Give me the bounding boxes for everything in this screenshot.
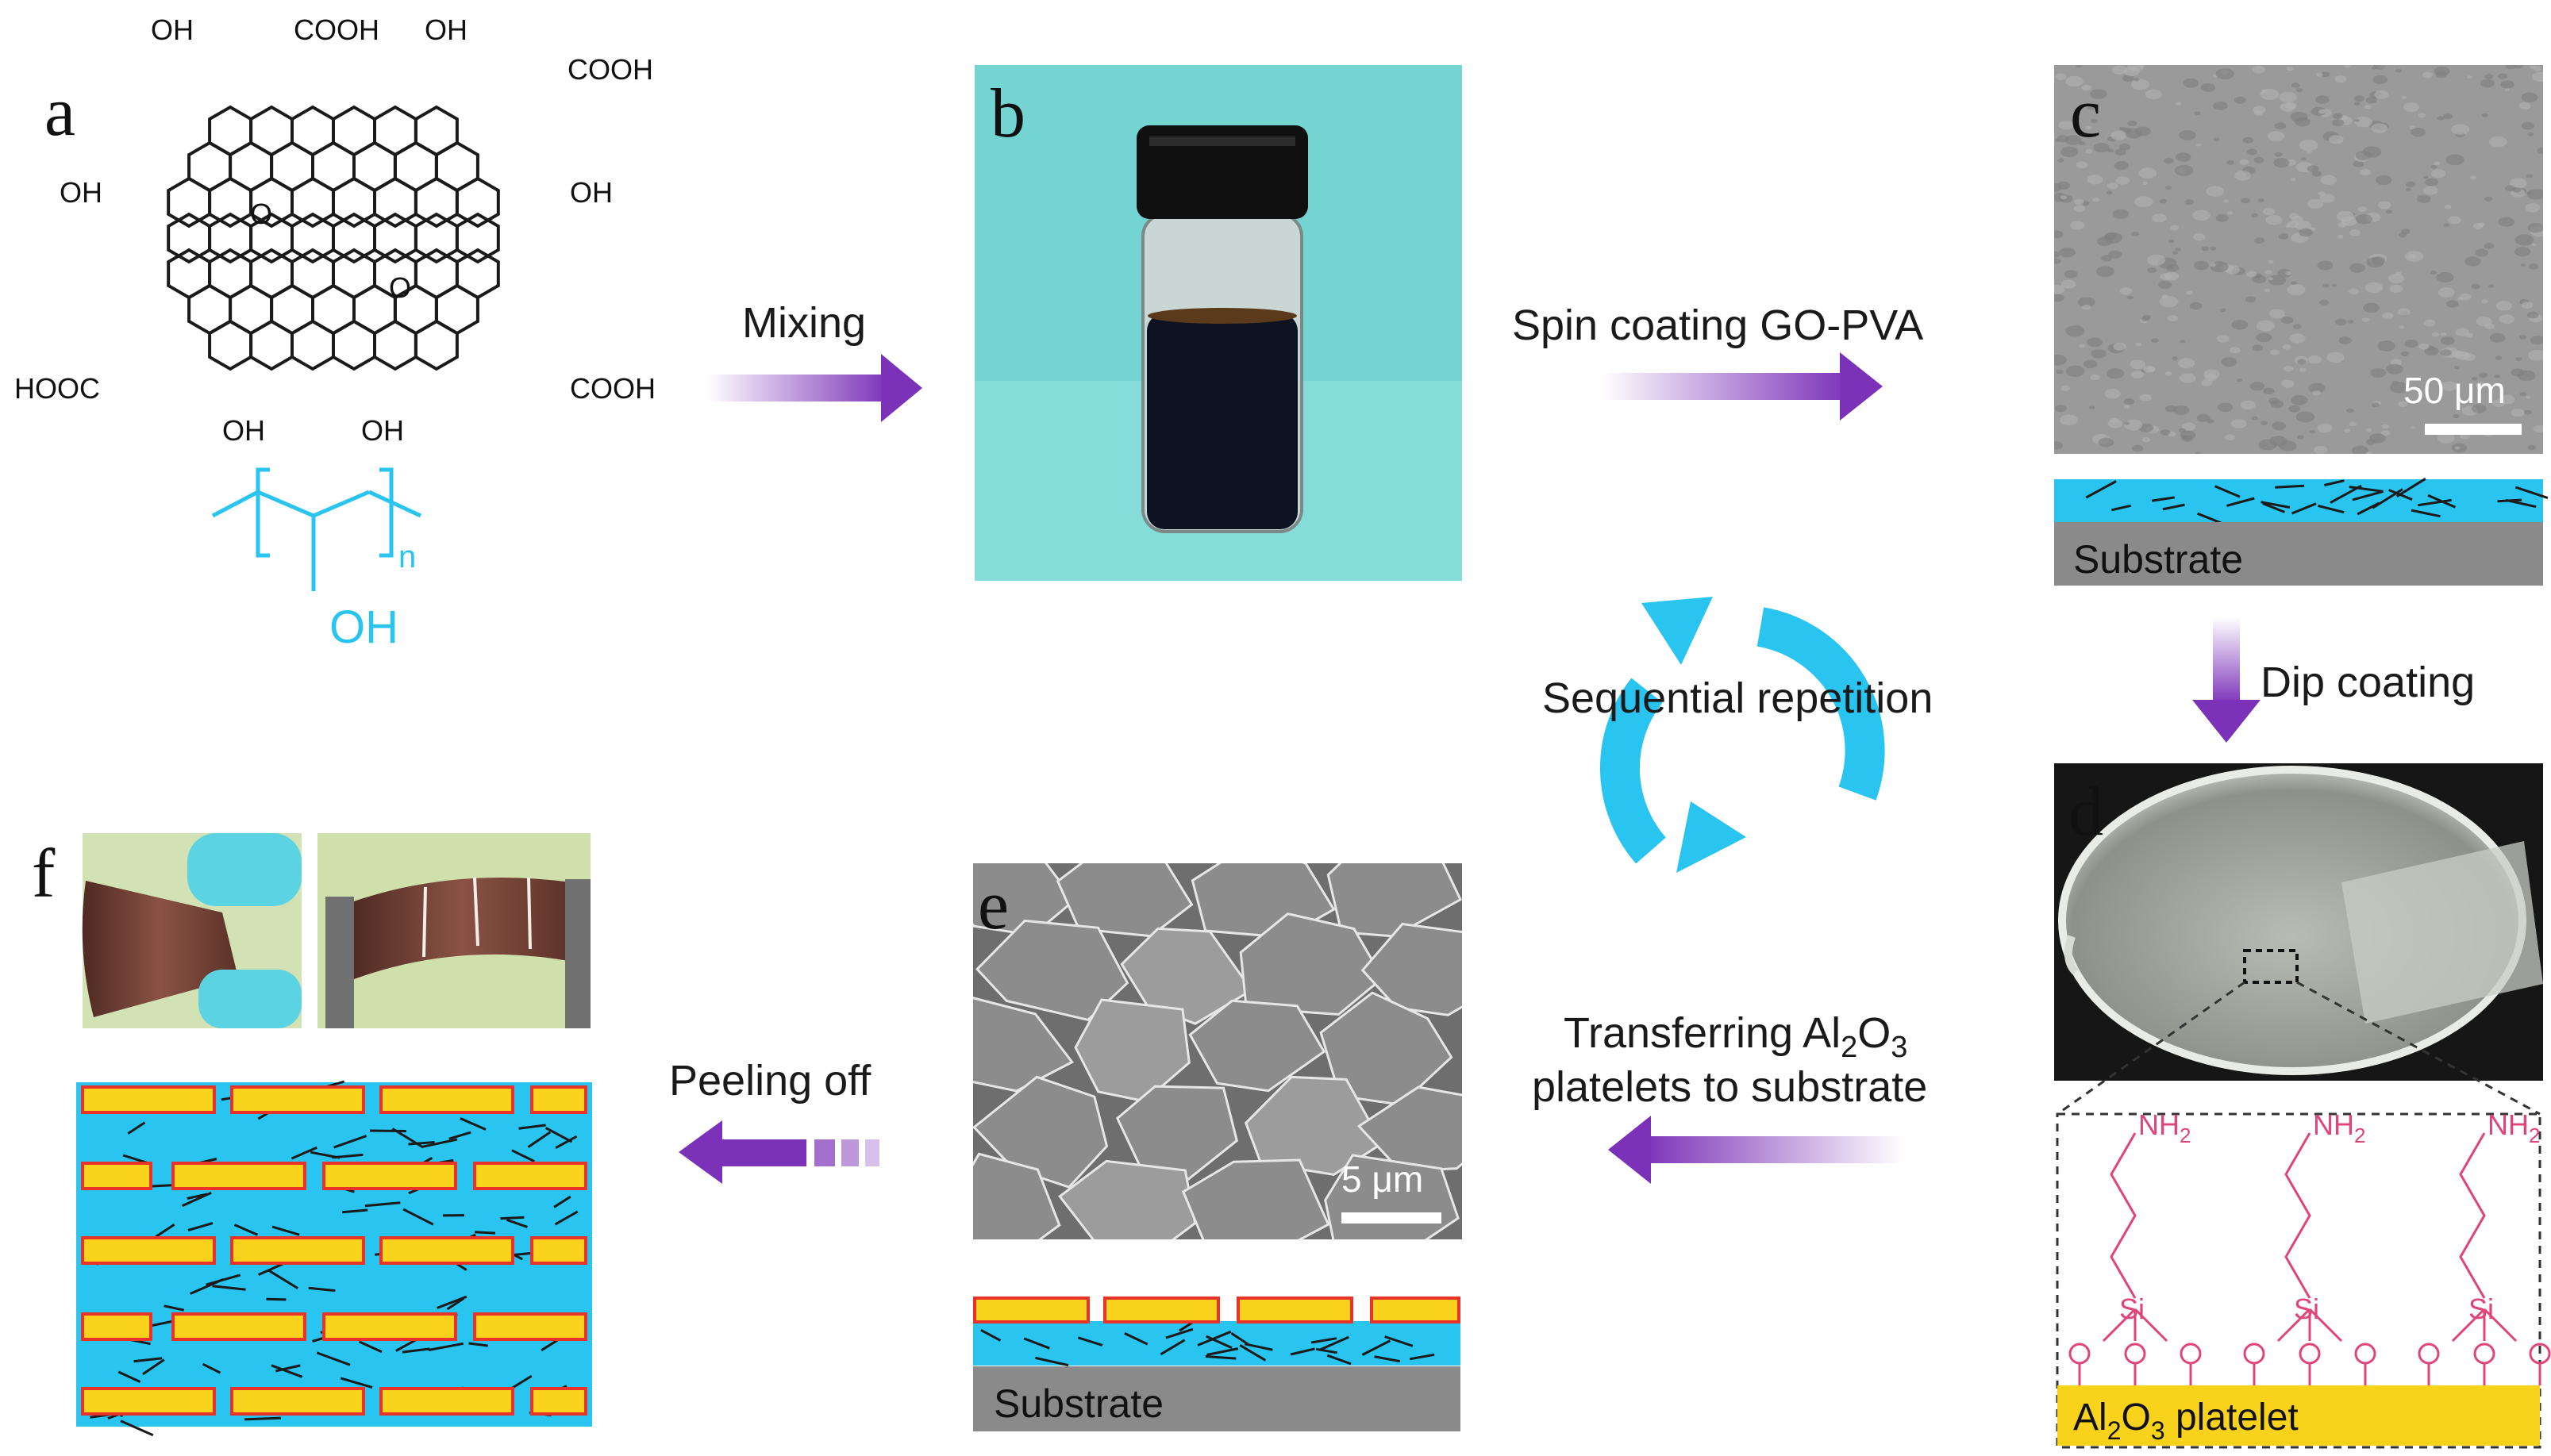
- scale-bar-label-c: 50 μm: [2403, 370, 2506, 411]
- silane-si-label: Si: [2119, 1293, 2145, 1325]
- go-hex-ring: [414, 176, 459, 229]
- vial-photo: [975, 65, 1462, 581]
- go-group-cooh-3: COOH: [570, 372, 656, 405]
- panel-label-f: f: [32, 836, 56, 912]
- panel-label-a: a: [44, 74, 75, 151]
- sem-image-c: [2054, 65, 2543, 454]
- step-sequential-repetition: Sequential repetition: [1542, 674, 1933, 722]
- go-pva-layer-c: [2054, 478, 2549, 586]
- go-hex-ring: [290, 319, 335, 371]
- panel-label-b: b: [991, 75, 1025, 152]
- film-photo-2: [317, 833, 591, 1028]
- go-hex-ring: [249, 319, 294, 371]
- go-group-oh-4: OH: [570, 176, 613, 209]
- go-group-oh-1: OH: [151, 13, 194, 46]
- go-group-epoxy-2: O: [389, 271, 411, 304]
- pva-repeat-n: n: [398, 540, 416, 574]
- nacre-schematic: [76, 1080, 592, 1437]
- layered-film-e: [973, 1297, 1460, 1431]
- platelet-label: Al2O3 platelet: [2073, 1396, 2299, 1445]
- substrate-label-e: Substrate: [994, 1381, 1164, 1426]
- arrow-transferring: [1608, 1116, 1905, 1184]
- panel-label-d: d: [2068, 774, 2103, 851]
- step-transferring-line2: platelets to substrate: [1532, 1063, 1927, 1111]
- step-peeling-off: Peeling off: [669, 1057, 871, 1104]
- go-group-oh-5: OH: [222, 414, 265, 447]
- go-hex-ring: [208, 319, 253, 371]
- go-hex-ring: [167, 212, 212, 264]
- scale-bar-c: [2425, 424, 2522, 435]
- go-hex-ring: [455, 212, 500, 264]
- go-group-epoxy-1: O: [250, 198, 272, 230]
- go-hex-ring: [290, 176, 335, 229]
- go-hex-ring: [332, 212, 376, 264]
- step-dip-coating: Dip coating: [2261, 659, 2475, 706]
- scale-bar-label-e: 5 μm: [1341, 1158, 1423, 1200]
- substrate-label-c: Substrate: [2073, 537, 2243, 582]
- scale-bar-e: [1341, 1212, 1441, 1224]
- go-hex-ring: [208, 212, 253, 264]
- repetition-arrowhead-top: [1641, 597, 1713, 665]
- silane-amine-label: NH2: [2138, 1108, 2191, 1147]
- go-group-oh-6: OH: [361, 414, 404, 447]
- go-hex-ring: [332, 319, 376, 371]
- go-hex-ring: [208, 176, 253, 229]
- go-functional-groups: OH COOH OH COOH OH OH O O HOOC COOH OH O…: [14, 13, 656, 447]
- film-photo-1: [82, 833, 302, 1028]
- go-hex-ring: [332, 176, 376, 229]
- step-spin-coating: Spin coating GO-PVA: [1512, 302, 1923, 349]
- graphene-oxide-lattice: [167, 105, 500, 371]
- pva-structure: [211, 467, 422, 591]
- step-transferring-line1: Transferring Al2O3: [1564, 1009, 1907, 1064]
- go-hex-ring: [414, 319, 459, 371]
- go-hex-ring: [455, 176, 500, 229]
- panel-label-e: e: [978, 867, 1009, 944]
- silane-amine-label: NH2: [2313, 1108, 2365, 1147]
- panel-label-c: c: [2070, 75, 2101, 152]
- arrow-peeling-off: [679, 1120, 879, 1184]
- go-group-hooc: HOOC: [14, 372, 100, 405]
- go-group-oh-2: OH: [425, 13, 467, 46]
- pva-hydroxyl: OH: [329, 601, 398, 653]
- repetition-arrowhead-bottom: [1676, 801, 1746, 873]
- go-group-oh-3: OH: [60, 176, 102, 209]
- go-hex-ring: [373, 176, 417, 229]
- go-hex-ring: [414, 212, 459, 264]
- go-hex-ring: [373, 319, 417, 371]
- dish-photo: [2054, 763, 2543, 1081]
- arrow-dip-coating: [2192, 617, 2261, 743]
- repetition-cycle: [1599, 607, 1885, 864]
- zoom-lines: [2056, 981, 2541, 1449]
- silane-si-label: Si: [2294, 1293, 2319, 1325]
- silane-amine-label: NH2: [2488, 1108, 2540, 1147]
- go-hex-ring: [290, 212, 335, 264]
- go-hex-ring: [373, 212, 417, 264]
- go-group-cooh-1: COOH: [294, 13, 379, 46]
- arrow-mixing: [706, 354, 922, 422]
- step-mixing: Mixing: [742, 299, 866, 347]
- silane-si-label: Si: [2468, 1293, 2494, 1325]
- arrow-spin-coating: [1602, 352, 1883, 421]
- go-hex-ring: [167, 176, 212, 229]
- go-group-cooh-2: COOH: [568, 53, 653, 86]
- alumina-platelet-d: [2057, 1385, 2540, 1446]
